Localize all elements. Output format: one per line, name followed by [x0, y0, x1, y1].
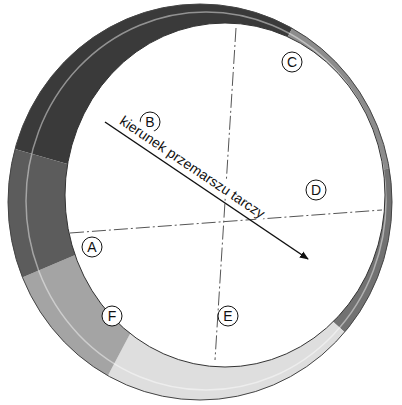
callout-letter: C: [281, 55, 303, 69]
ring-bore: [65, 23, 385, 367]
callout-circle: F: [101, 305, 123, 327]
callout-circle: A: [81, 236, 103, 258]
callout-letter: A: [81, 240, 103, 254]
callout-circle: D: [305, 179, 327, 201]
axis-line: [70, 210, 382, 233]
callout-letter: D: [305, 183, 327, 197]
callout-circle: C: [281, 51, 303, 73]
callout-letter: F: [101, 309, 123, 323]
callout-letter: E: [217, 309, 239, 323]
direction-arrow: [105, 122, 308, 259]
callout-circle: E: [217, 305, 239, 327]
